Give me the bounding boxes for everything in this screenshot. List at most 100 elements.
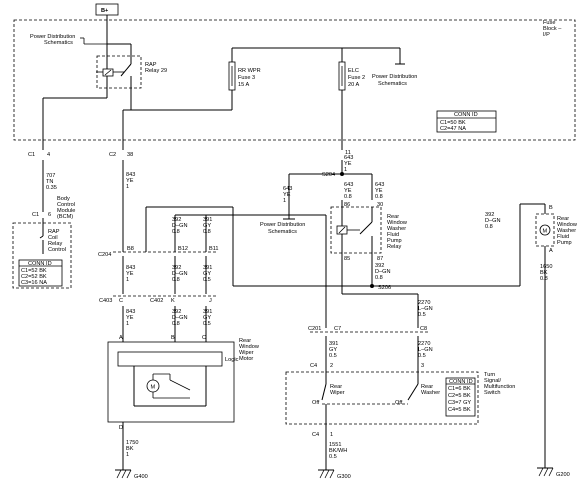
bcm-label-4: (BCM): [57, 214, 73, 220]
pds3-line2: Schematics: [268, 229, 297, 235]
pump-label-3: Washer: [557, 228, 576, 234]
splice-s206: S206: [378, 285, 391, 291]
wire-843b-1: 843: [126, 265, 135, 271]
fuse-rrwpr-label-3: 15 A: [238, 82, 249, 88]
conn-c1-4: C1: [28, 152, 35, 158]
rap-control-label-3: Relay: [48, 241, 63, 247]
bcm-label-3: Module: [57, 208, 75, 214]
wire-391a-1: 391: [203, 217, 212, 223]
conn-c402: C402: [150, 298, 163, 304]
conn-c4b: C4: [312, 432, 319, 438]
pump-relay-label-1: Rear: [387, 214, 399, 220]
wire-391d-3: 0.5: [329, 353, 337, 359]
relay-pin-87: 87: [377, 256, 383, 262]
pds1-line2: Schematics: [44, 40, 73, 46]
wire-1650-2: BK: [540, 270, 548, 276]
wire-643c-2: YE: [344, 188, 352, 194]
conn-id-bcm-row-1: C1=52 BK: [21, 268, 47, 274]
conn-id-fuse-block: [436, 110, 497, 133]
wire-392r-3: 0.8: [375, 275, 383, 281]
wire-643b-1: 643: [283, 186, 292, 192]
pump-label-5: Pump: [557, 240, 572, 246]
conn-pump-b: B: [549, 205, 553, 211]
wire-843a-2: YE: [126, 178, 134, 184]
rap-control-label-1: RAP: [48, 229, 60, 235]
wire-707-1: 707: [46, 173, 55, 179]
switch-label-4: Switch: [484, 390, 500, 396]
conn-k-pin: K: [171, 298, 175, 304]
ground-g300-label: G300: [337, 474, 351, 480]
ground-g200-label: G200: [556, 472, 570, 478]
conn-c403: C403: [99, 298, 112, 304]
fuse-block-label-3: I/P: [543, 32, 550, 38]
wire-1551-2: BK/WH: [329, 448, 347, 454]
wire-392d-3: 0.8: [172, 321, 180, 327]
wire-392a-2: D–GN: [172, 223, 188, 229]
motor-pin-c: C: [202, 335, 206, 341]
motor-label-1: Rear: [239, 338, 251, 344]
pds2-line2: Schematics: [378, 81, 407, 87]
motor-pin-a: A: [119, 335, 123, 341]
pds1-line1: Power Distribution: [30, 34, 75, 40]
wire-1551-1: 1551: [329, 442, 341, 448]
wire-392p-2: D–GN: [485, 218, 501, 224]
wire-392d-2: D–GN: [172, 315, 188, 321]
switch-label-2: Signal/: [484, 378, 502, 384]
fuse-elc-label-2: Fuse 2: [348, 75, 365, 81]
wire-391b-3: 0.5: [203, 277, 211, 283]
wire-843c-2: YE: [126, 315, 134, 321]
wire-643c-3: 0.8: [344, 194, 352, 200]
wire-643d-2: YE: [375, 188, 383, 194]
fuse-block-boundary: [13, 19, 576, 141]
wire-1650-3: 0.8: [540, 276, 548, 282]
wire-643b-2: YE: [283, 192, 291, 198]
wire-707-3: 0.35: [46, 185, 57, 191]
fuse-rrwpr-label-2: Fuse 3: [238, 75, 255, 81]
pump-motor-m: M: [543, 229, 548, 235]
wire-643a-2: YE: [344, 161, 352, 167]
wire-391d-1: 391: [329, 341, 338, 347]
motor-label-2: Window: [239, 344, 260, 350]
wire-2270b-3: 0.5: [418, 353, 426, 359]
fuse-elc-label-3: 20 A: [348, 82, 359, 88]
conn-pump-a: A: [549, 248, 553, 254]
wiper-motor-m: M: [151, 385, 156, 391]
conn-id-switch-row-3: C3=7 GY: [448, 400, 471, 406]
wire-2270b-1: 2270: [418, 341, 430, 347]
wire-391c-1: 391: [203, 309, 212, 315]
wire-643d-1: 643: [375, 182, 384, 188]
pump-relay-label-4: Fluid: [387, 232, 399, 238]
wire-392d-1: 392: [172, 309, 181, 315]
relay-pin-30: 30: [377, 202, 383, 208]
conn-id-bcm-title: CONN ID: [28, 261, 52, 267]
wire-1750a-2: BK: [126, 446, 134, 452]
wire-843b-3: 1: [126, 277, 129, 283]
conn-c2-11-pin: 11: [345, 150, 351, 156]
switch-label-1: Turn: [484, 372, 495, 378]
motor-logic-box: [117, 351, 223, 367]
wire-2270a-3: 0.5: [418, 312, 426, 318]
conn-id-bcm-row-2: C2=52 BK: [21, 274, 47, 280]
wire-392p-3: 0.8: [485, 224, 493, 230]
switch-washer-label-2: Washer: [421, 390, 440, 396]
conn-id-switch-row-1: C1=6 BK: [448, 386, 471, 392]
ground-g400-label: G400: [134, 474, 148, 480]
conn-c1-6-pin: 6: [48, 212, 51, 218]
pds3-line1: Power Distribution: [260, 222, 305, 228]
wire-392r-2: D–GN: [375, 269, 391, 275]
wire-392c-3: 0.8: [172, 277, 180, 283]
switch-washer-label-1: Rear: [421, 384, 433, 390]
wire-843c-1: 843: [126, 309, 135, 315]
pump-relay-label-6: Relay: [387, 244, 402, 250]
wire-2270a-2: L–GN: [418, 306, 433, 312]
conn-b12: B12: [178, 246, 188, 252]
pump-relay-label-5: Pump: [387, 238, 402, 244]
wire-643d-3: 0.8: [375, 194, 383, 200]
wire-391c-2: GY: [203, 315, 211, 321]
wire-392p-1: 392: [485, 212, 494, 218]
wire-1551-3: 0.5: [329, 454, 337, 460]
wire-1750a-3: 1: [126, 452, 129, 458]
wire-643b-3: 1: [283, 198, 286, 204]
wire-392c-1: 392: [172, 265, 181, 271]
relay-pin-86: 86: [344, 202, 350, 208]
